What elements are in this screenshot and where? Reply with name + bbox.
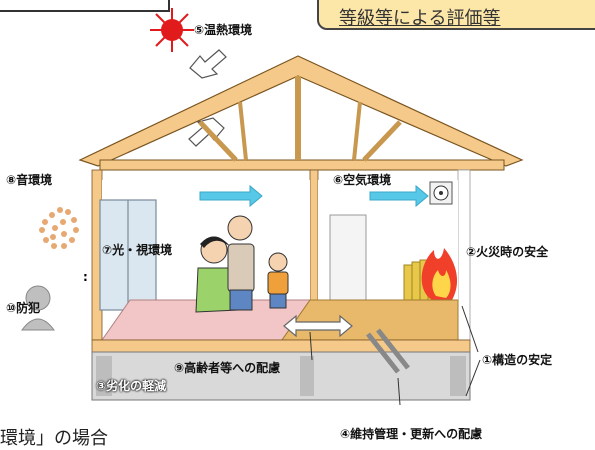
bottom-caption: 環境」の場合 — [0, 428, 108, 449]
pipes — [366, 328, 410, 374]
label-sound: ⑧音環境 — [6, 173, 53, 187]
foundation — [91, 351, 471, 401]
label-maintenance: ④維持管理・更新への配慮 — [340, 427, 483, 441]
label-elderly: ⑨高齢者等への配慮 — [174, 361, 281, 375]
callout-box: 等級等による評価等 — [317, 0, 595, 30]
pointer-lines — [309, 305, 481, 406]
label-security: ⑩防犯 — [6, 301, 41, 315]
window — [99, 199, 157, 311]
label-structure: ①構造の安定 — [482, 353, 553, 367]
side-mark: : — [83, 270, 88, 284]
label-thermal: ⑤温熱環境 — [194, 23, 253, 37]
label-fire-safety: ②火災時の安全 — [466, 245, 549, 259]
level-floor-arrow — [283, 314, 353, 338]
sun-icon — [150, 8, 194, 52]
label-deterioration: ③劣化の軽減 — [96, 379, 167, 393]
title-box-fragment — [0, 0, 170, 12]
label-light: ⑦光・視環境 — [102, 243, 173, 257]
fire-icon — [421, 248, 458, 300]
door — [329, 214, 367, 316]
callout-text: 等級等による評価等 — [339, 8, 501, 29]
label-air: ⑥空気環境 — [333, 173, 392, 187]
sound-wave-icon — [39, 207, 79, 249]
roof — [78, 55, 524, 171]
family-figures — [195, 215, 289, 313]
air-flow-arrows — [199, 184, 429, 208]
vent-fan-icon — [429, 181, 453, 205]
intruder-icon — [21, 285, 55, 331]
